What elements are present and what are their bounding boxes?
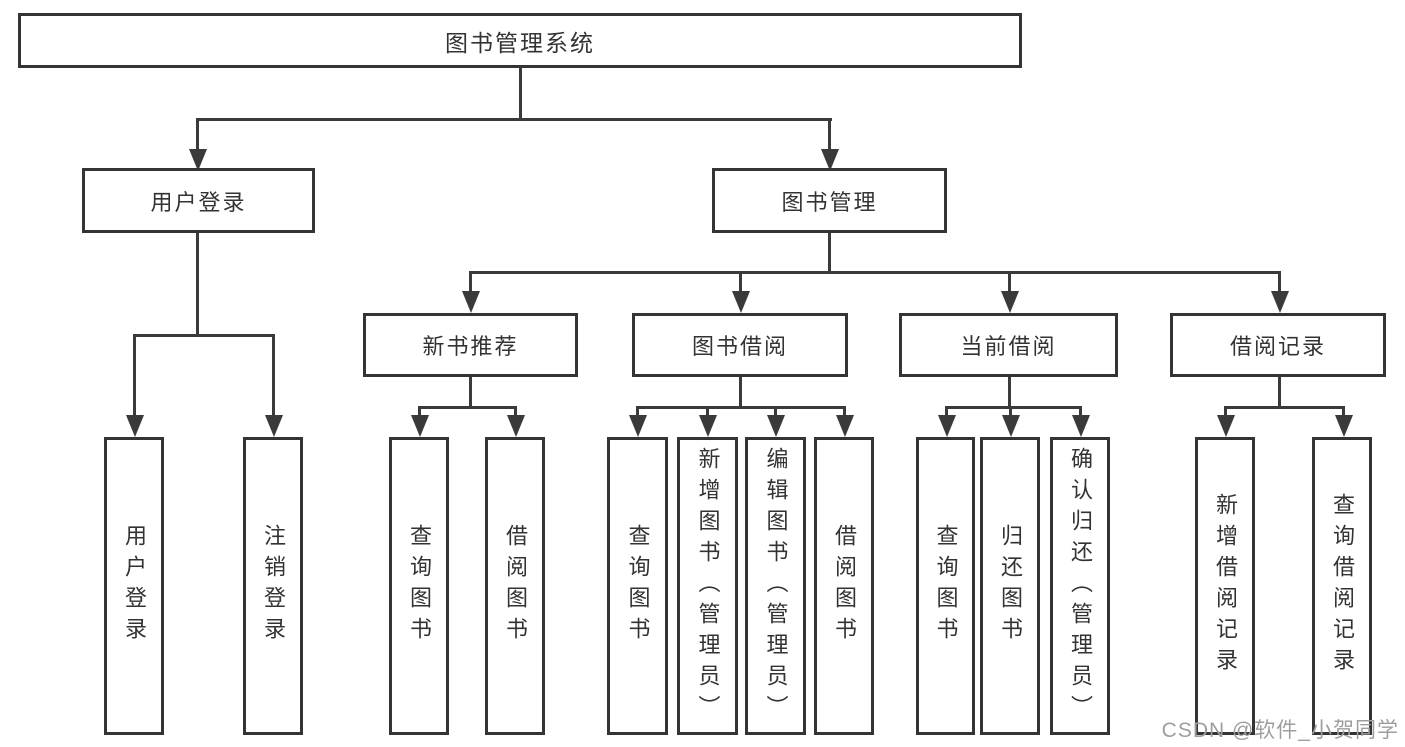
connector-vline: [739, 377, 742, 409]
node-current-borrowing: 当前借阅: [899, 313, 1118, 377]
node-user-login: 用户登录: [82, 168, 315, 233]
arrow-down-icon: [265, 415, 283, 437]
arrow-down-icon: [411, 415, 429, 437]
connector-vline: [272, 334, 275, 418]
connector-vline: [739, 271, 742, 295]
connector-hline: [945, 406, 1082, 409]
connector-vline: [514, 406, 517, 419]
arrow-down-icon: [507, 415, 525, 437]
leaf-query-borrow-record: 查询借阅记录: [1312, 437, 1372, 735]
leaf-add-books-admin: 新增图书（管理员）: [677, 437, 738, 735]
connector-vline: [1009, 406, 1012, 419]
connector-hline: [133, 334, 275, 337]
leaf-user-login: 用户登录: [104, 437, 164, 735]
connector-vline: [196, 118, 199, 152]
connector-vline: [1342, 406, 1345, 419]
connector-vline: [843, 406, 846, 419]
arrow-down-icon: [836, 415, 854, 437]
connector-hline: [636, 406, 846, 409]
connector-hline: [1224, 406, 1344, 409]
arrow-down-icon: [1072, 415, 1090, 437]
connector-hline: [469, 271, 1281, 274]
arrow-down-icon: [1271, 291, 1289, 313]
connector-vline: [945, 406, 948, 419]
connector-vline: [469, 377, 472, 409]
connector-vline: [519, 67, 522, 120]
connector-vline: [418, 406, 421, 419]
arrow-down-icon: [732, 291, 750, 313]
leaf-add-borrow-record: 新增借阅记录: [1195, 437, 1255, 735]
arrow-down-icon: [629, 415, 647, 437]
arrow-down-icon: [1002, 415, 1020, 437]
connector-vline: [133, 334, 136, 418]
leaf-confirm-return-admin: 确认归还（管理员）: [1050, 437, 1110, 735]
arrow-down-icon: [699, 415, 717, 437]
leaf-query-books-borrowing: 查询图书: [607, 437, 668, 735]
node-new-book-recommendation: 新书推荐: [363, 313, 578, 377]
connector-hline: [196, 118, 832, 121]
leaf-logout: 注销登录: [243, 437, 303, 735]
connector-vline: [636, 406, 639, 419]
leaf-query-books-current: 查询图书: [916, 437, 975, 735]
arrow-down-icon: [462, 291, 480, 313]
leaf-borrow-books-borrowing: 借阅图书: [814, 437, 874, 735]
connector-hline: [418, 406, 517, 409]
arrow-down-icon: [938, 415, 956, 437]
connector-vline: [469, 271, 472, 295]
connector-vline: [1278, 377, 1281, 409]
watermark: CSDN @软件_小贺同学: [1161, 719, 1399, 742]
connector-vline: [706, 406, 709, 419]
connector-vline: [1008, 271, 1011, 295]
leaf-query-books-recommend: 查询图书: [389, 437, 449, 735]
connector-vline: [196, 233, 199, 337]
connector-vline: [774, 406, 777, 419]
leaf-edit-books-admin: 编辑图书（管理员）: [745, 437, 806, 735]
leaf-return-books: 归还图书: [980, 437, 1040, 735]
arrow-down-icon: [821, 149, 839, 171]
node-library-management-system: 图书管理系统: [18, 13, 1022, 68]
connector-vline: [1079, 406, 1082, 419]
arrow-down-icon: [1217, 415, 1235, 437]
arrow-down-icon: [1335, 415, 1353, 437]
connector-vline: [1224, 406, 1227, 419]
leaf-borrow-books-recommend: 借阅图书: [485, 437, 545, 735]
connector-vline: [828, 233, 831, 274]
connector-vline: [1008, 377, 1011, 409]
arrow-down-icon: [189, 149, 207, 171]
node-book-management: 图书管理: [712, 168, 947, 233]
arrow-down-icon: [767, 415, 785, 437]
arrow-down-icon: [1001, 291, 1019, 313]
node-borrowing-records: 借阅记录: [1170, 313, 1386, 377]
node-book-borrowing: 图书借阅: [632, 313, 848, 377]
connector-vline: [1278, 271, 1281, 295]
arrow-down-icon: [126, 415, 144, 437]
connector-vline: [828, 118, 831, 152]
